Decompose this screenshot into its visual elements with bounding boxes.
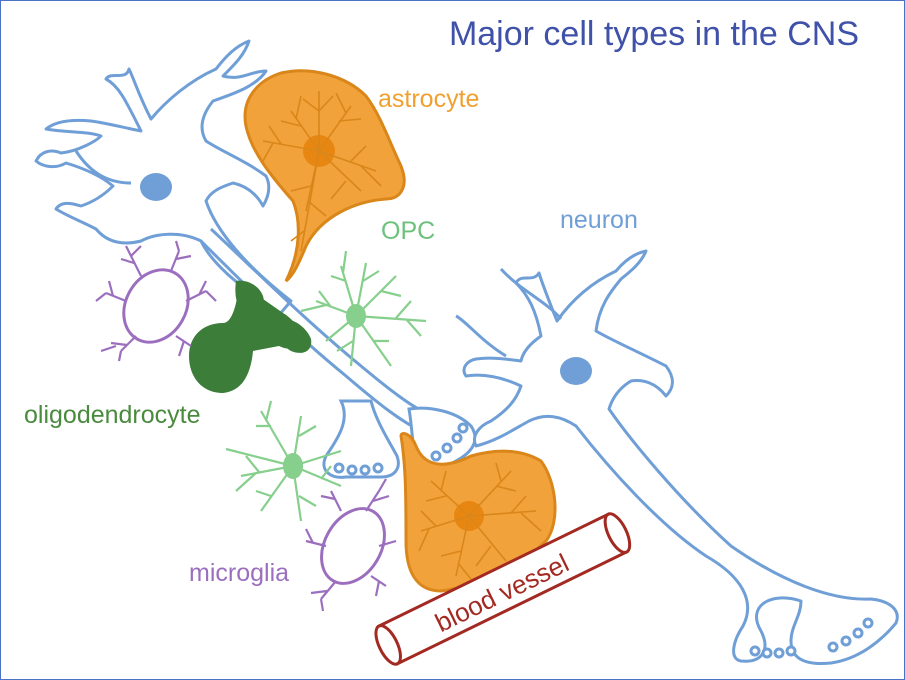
opc-label: OPC [381,217,435,245]
neuron-upper-left-axon [199,227,427,433]
neuron-upper-left-nucleus [140,173,172,201]
microglia-upper [95,240,217,362]
astrocyte-upper [243,69,406,283]
microglia-lower [305,478,397,612]
opc-lower-soma [283,453,303,479]
astrocyte-label: astrocyte [378,85,479,113]
oligodendrocyte-label: oligodendrocyte [24,401,201,429]
diagram-title: Major cell types in the CNS [449,15,859,53]
neuron-label: neuron [560,206,638,234]
neuron-right [455,249,899,666]
microglia-label: microglia [189,559,289,587]
oligodendrocyte [189,280,312,393]
astrocyte-lower [399,432,557,593]
opc-upper-soma [346,304,366,328]
neuron-right-nucleus [560,357,592,385]
axon-terminals-upper-left [322,399,477,479]
axon-terminals-right [749,617,874,659]
